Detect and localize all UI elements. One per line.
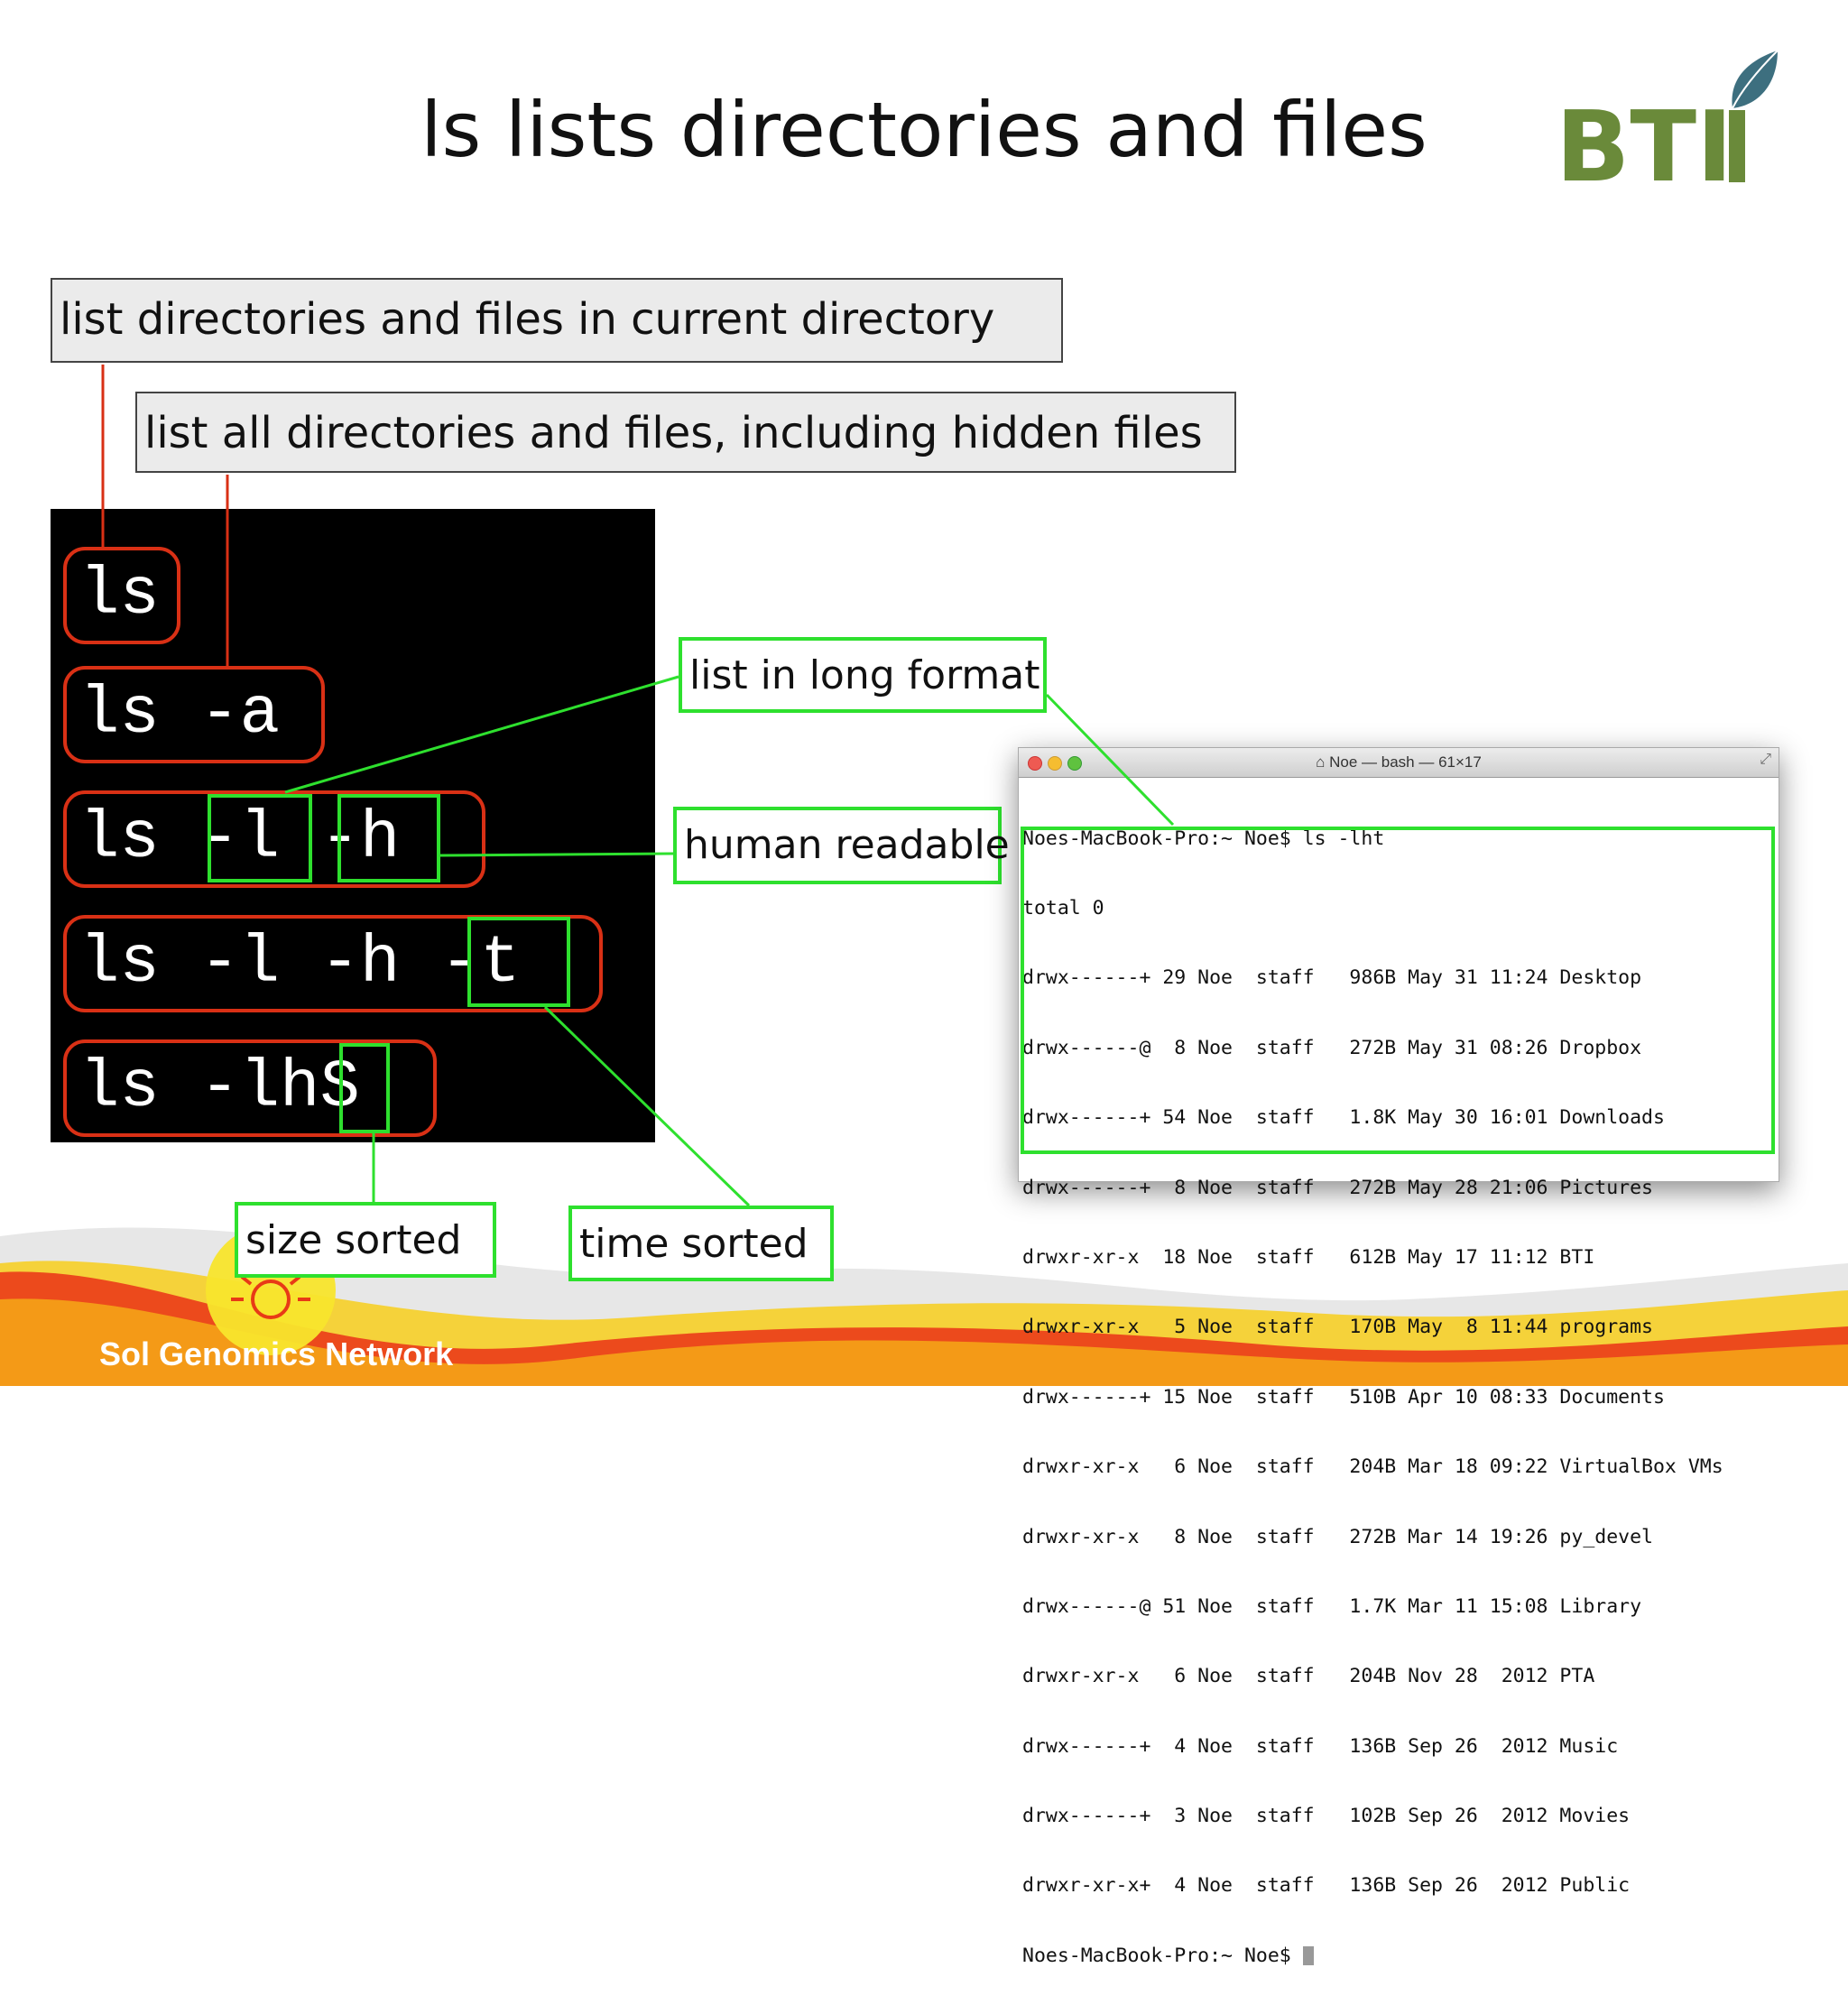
callout-all-hidden: list all directories and files, includin… <box>135 392 1236 473</box>
command-ls-lhS: ls -lhS <box>63 1039 437 1137</box>
footer-text: Sol Genomics Network <box>99 1335 454 1372</box>
command-ls: ls <box>63 547 180 644</box>
terminal-row: drwx------+ 15 Noe staff 510B Apr 10 08:… <box>1022 1385 1665 1409</box>
terminal-row: drwx------+ 4 Noe staff 136B Sep 26 2012… <box>1022 1734 1619 1758</box>
fullscreen-icon[interactable]: ⤢ <box>1760 752 1771 767</box>
callout-current-directory: list directories and files in current di… <box>51 278 1063 363</box>
callout-human-readable: human readable <box>673 807 1010 884</box>
terminal-row: drwx------+ 3 Noe staff 102B Sep 26 2012… <box>1022 1805 1631 1828</box>
bti-logo: BTI <box>1556 50 1779 189</box>
logo-text: BTI <box>1556 91 1732 189</box>
highlight-flag-l <box>208 794 312 882</box>
callout-long-format: list in long format <box>679 637 1047 713</box>
command-ls-l-h-t: ls -l -h -t <box>63 915 603 1012</box>
terminal-row: drwxr-xr-x 18 Noe staff 612B May 17 11:1… <box>1022 1245 1595 1269</box>
command-ls-l-h: ls -l -h <box>63 790 485 888</box>
terminal-row: drwx------+ 54 Noe staff 1.8K May 30 16:… <box>1022 1106 1665 1130</box>
terminal-row: drwx------+ 29 Noe staff 986B May 31 11:… <box>1022 966 1642 990</box>
terminal-title-bar: ⌂ Noe — bash — 61×17 ⤢ <box>1019 748 1779 778</box>
terminal-total-line: total 0 <box>1022 896 1104 919</box>
terminal-row: drwxr-xr-x+ 4 Noe staff 136B Sep 26 2012… <box>1022 1874 1631 1898</box>
terminal-final-prompt: Noes-MacBook-Pro:~ Noe$ <box>1022 1944 1303 1967</box>
terminal-cursor <box>1302 1946 1314 1966</box>
highlight-listing <box>1021 827 1775 1154</box>
terminal-row: drwx------@ 51 Noe staff 1.7K Mar 11 15:… <box>1022 1594 1642 1618</box>
terminal-prompt-line: Noes-MacBook-Pro:~ Noe$ ls -lht <box>1022 827 1385 850</box>
callout-time-sorted: time sorted <box>568 1206 834 1281</box>
highlight-flag-t <box>467 917 570 1007</box>
terminal-row: drwx------+ 8 Noe staff 272B May 28 21:0… <box>1022 1176 1653 1199</box>
highlight-flag-S <box>339 1043 390 1133</box>
terminal-row: drwxr-xr-x 6 Noe staff 204B Mar 18 09:22… <box>1022 1455 1723 1479</box>
slide-title: ls lists directories and files <box>420 86 1428 174</box>
terminal-window: ⌂ Noe — bash — 61×17 ⤢ Noes-MacBook-Pro:… <box>1018 747 1779 1967</box>
callout-size-sorted: size sorted <box>235 1202 496 1278</box>
terminal-title: Noe — bash — 61×17 <box>1329 753 1482 771</box>
highlight-flag-h <box>337 794 440 882</box>
terminal-row: drwxr-xr-x 8 Noe staff 272B Mar 14 19:26… <box>1022 1525 1653 1548</box>
terminal-row: drwxr-xr-x 5 Noe staff 170B May 8 11:44 … <box>1022 1316 1653 1339</box>
terminal-row: drwxr-xr-x 6 Noe staff 204B Nov 28 2012 … <box>1022 1665 1595 1688</box>
terminal-row: drwx------@ 8 Noe staff 272B May 31 08:2… <box>1022 1036 1642 1059</box>
command-ls-a: ls -a <box>63 666 325 763</box>
home-icon: ⌂ <box>1316 753 1330 771</box>
close-button[interactable] <box>1028 756 1042 771</box>
